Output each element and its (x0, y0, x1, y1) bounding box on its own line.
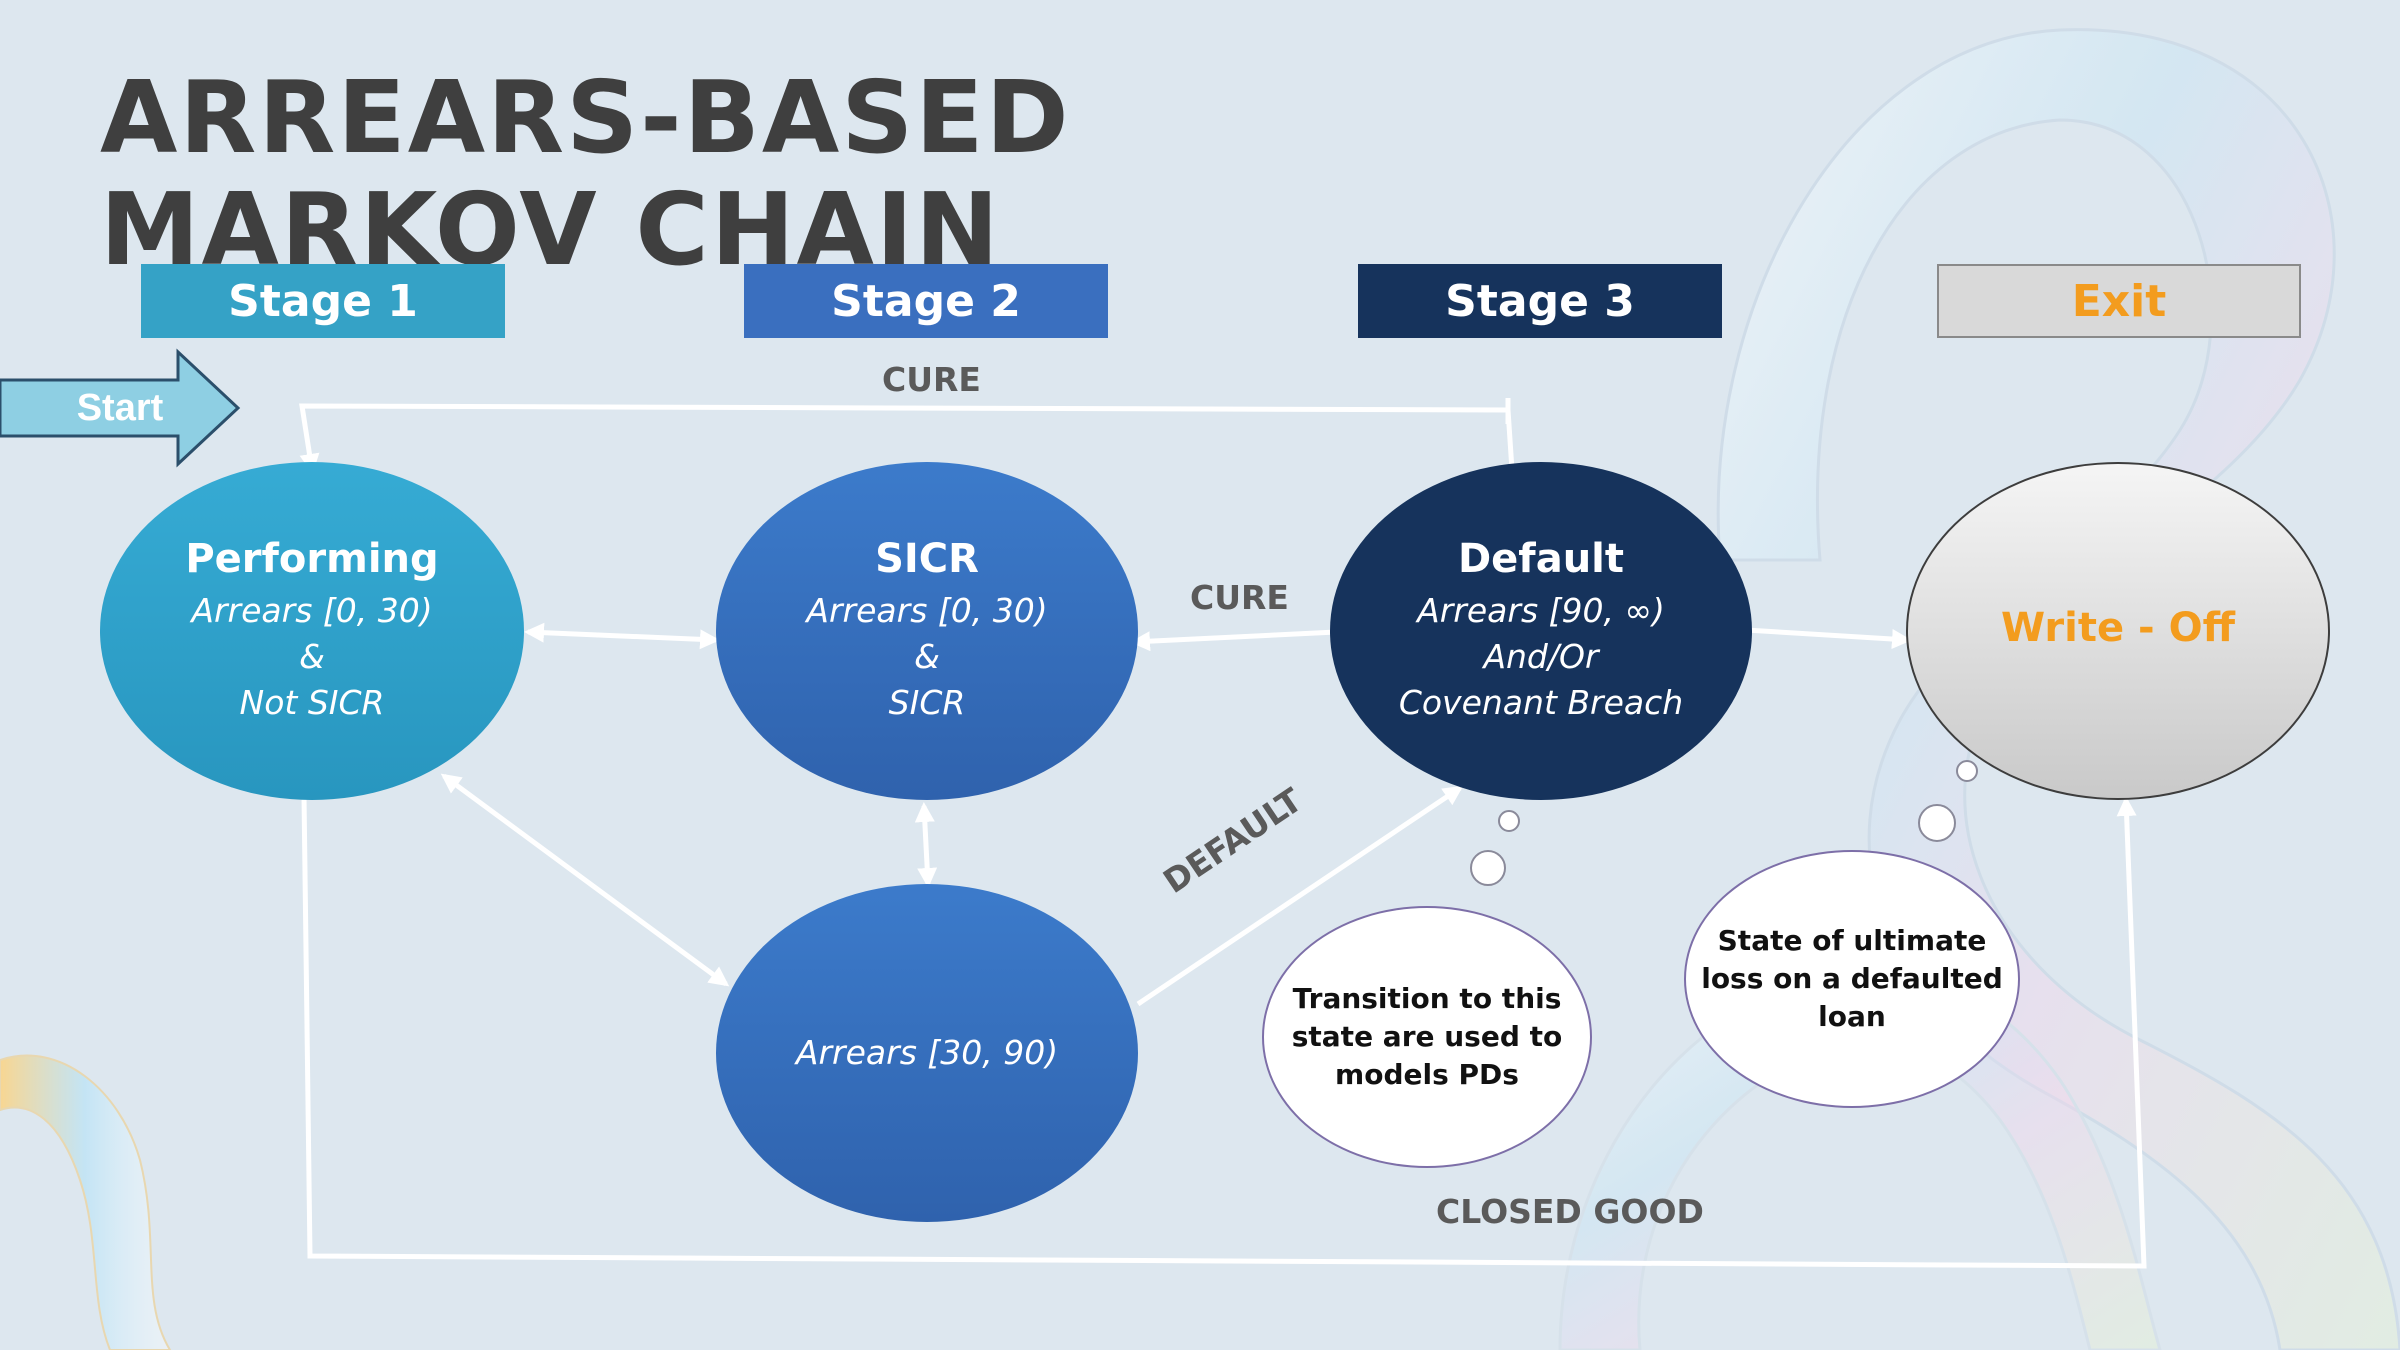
start-label: Start (76, 386, 164, 429)
state-arrears-line-1: Arrears [30, 90) (795, 1033, 1059, 1072)
state-sicr-name: SICR (875, 536, 979, 582)
stage-1-header: Stage 1 (141, 264, 505, 338)
arrears-default-arrow (1136, 785, 1464, 1007)
cure-top-label: CURE (882, 360, 981, 399)
cure-mid-label: CURE (1190, 578, 1289, 617)
state-arrears-30-90: Arrears [30, 90) (716, 884, 1138, 1222)
state-default: Default Arrears [90, ∞) And/Or Covenant … (1330, 462, 1752, 800)
state-default-name: Default (1457, 536, 1625, 582)
cure-loop-arrow (299, 403, 1515, 474)
state-default-line-3: Covenant Breach (1398, 683, 1684, 722)
performing-arrears-arrow (440, 773, 730, 987)
state-performing-line-3: Not SICR (239, 683, 385, 722)
state-default-line-2: And/Or (1483, 637, 1599, 676)
default-callout: Transition to this state are used to mod… (1262, 906, 1592, 1168)
start-arrow-shape (0, 348, 241, 468)
exit-stage-header: Exit (1937, 264, 2301, 338)
stage-2-header: Stage 2 (744, 264, 1108, 338)
performing-sicr-arrow (524, 622, 720, 650)
state-sicr-line-1: Arrears [0, 30) (806, 591, 1048, 630)
state-performing: Performing Arrears [0, 30) & Not SICR (100, 462, 524, 800)
default-sicr-cure-arrow (1130, 629, 1337, 652)
write-off-callout: State of ultimate loss on a defaulted lo… (1684, 850, 2020, 1108)
state-performing-line-1: Arrears [0, 30) (191, 591, 433, 630)
callout-dot (1498, 810, 1520, 832)
stage-3-header: Stage 3 (1358, 264, 1722, 338)
callout-dot (1956, 760, 1978, 782)
callout-dot (1918, 804, 1956, 842)
state-sicr-line-2: & (914, 637, 940, 676)
default-writeoff-arrow (1745, 627, 1912, 649)
state-write-off-name: Write - Off (2001, 605, 2235, 651)
state-default-line-1: Arrears [90, ∞) (1417, 591, 1665, 630)
state-performing-name: Performing (185, 536, 439, 582)
state-sicr-line-3: SICR (888, 683, 966, 722)
state-performing-line-2: & (299, 637, 325, 676)
closed-good-label: CLOSED GOOD (1436, 1192, 1704, 1231)
sicr-arrears-arrow (914, 802, 938, 888)
state-sicr: SICR Arrears [0, 30) & SICR (716, 462, 1138, 800)
closed-good-arrow (301, 795, 2147, 1269)
callout-dot (1470, 850, 1506, 886)
state-write-off: Write - Off (1906, 462, 2330, 800)
